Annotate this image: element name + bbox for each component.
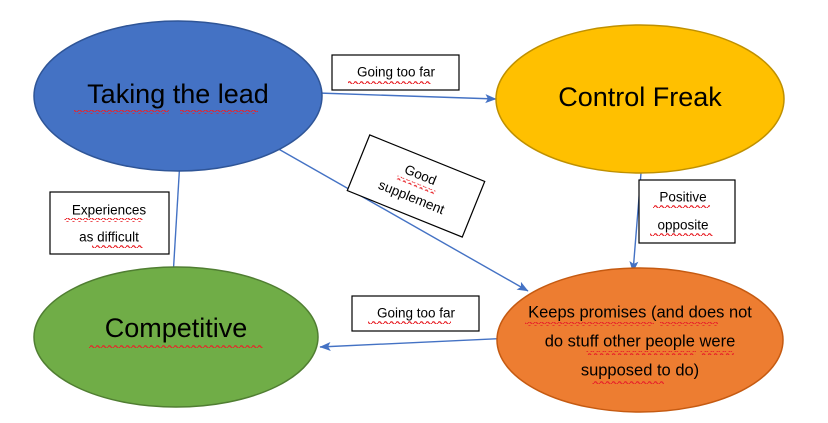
edge-lead-to-keeps-promises bbox=[274, 146, 529, 292]
spellcheck-underline bbox=[525, 322, 654, 326]
edge-label-good-supplement[interactable]: Good supplement bbox=[346, 134, 486, 238]
edge-label-going-too-far-top[interactable]: Going too far bbox=[331, 54, 460, 91]
spellcheck-underline bbox=[586, 351, 696, 355]
label-text-line1: Experiences bbox=[72, 203, 147, 218]
spellcheck-underline bbox=[64, 218, 143, 222]
spellcheck-underline bbox=[700, 351, 734, 355]
spellcheck-underline bbox=[396, 175, 436, 195]
label-box[interactable] bbox=[331, 54, 460, 91]
edge-arrow-line bbox=[319, 337, 514, 351]
spellcheck-underline bbox=[368, 321, 451, 325]
node-competitive[interactable]: Competitive bbox=[33, 266, 319, 408]
spellcheck-underline bbox=[92, 245, 143, 249]
label-box[interactable] bbox=[638, 179, 736, 244]
node-label-control-freak: Control Freak bbox=[558, 82, 722, 112]
spellcheck-underline bbox=[650, 233, 713, 237]
edge-competitive-to-lead bbox=[172, 159, 184, 278]
edge-arrow-line bbox=[172, 159, 184, 278]
label-text-line2: as difficult bbox=[79, 230, 139, 245]
node-keeps-promises[interactable]: Keeps promises (and does not do stuff ot… bbox=[496, 267, 784, 413]
edge-lead-to-control bbox=[317, 92, 497, 104]
node-label-competitive: Competitive bbox=[105, 313, 248, 343]
label-text-line2: opposite bbox=[657, 218, 708, 233]
spellcheck-underline bbox=[660, 322, 718, 326]
edge-keeps-promises-to-competitive bbox=[319, 337, 514, 351]
node-ellipse[interactable] bbox=[33, 20, 323, 172]
label-box[interactable] bbox=[49, 191, 170, 255]
spellcheck-underline bbox=[653, 205, 710, 209]
node-ellipse[interactable] bbox=[496, 267, 784, 413]
node-label-keeps-promises-line1: Keeps promises (and does not bbox=[528, 303, 752, 321]
node-label-taking-the-lead: Taking the lead bbox=[87, 79, 269, 109]
node-label-keeps-promises-line3: supposed to do) bbox=[581, 361, 699, 379]
label-text-line1: Positive bbox=[659, 190, 706, 205]
edge-label-positive-opposite[interactable]: Positive opposite bbox=[638, 179, 736, 244]
node-ellipse[interactable] bbox=[33, 266, 319, 408]
label-text: Going too far bbox=[377, 306, 456, 321]
node-label-keeps-promises-line2: do stuff other people were bbox=[545, 332, 736, 350]
node-ellipse[interactable] bbox=[495, 24, 785, 174]
spellcheck-underline bbox=[348, 80, 431, 84]
spellcheck-underline bbox=[74, 110, 169, 114]
spellcheck-underline bbox=[592, 380, 664, 384]
edge-label-experiences-as-difficult[interactable]: Experiences as difficult bbox=[49, 191, 170, 255]
edge-label-going-too-far-bottom[interactable]: Going too far bbox=[351, 295, 480, 332]
edge-arrow-line bbox=[317, 92, 497, 104]
label-text: Going too far bbox=[357, 65, 436, 80]
edge-arrow-line bbox=[274, 146, 529, 292]
node-control-freak[interactable]: Control Freak bbox=[495, 24, 785, 174]
spellcheck-underline bbox=[180, 110, 258, 114]
spellcheck-underline bbox=[89, 344, 263, 348]
label-box[interactable] bbox=[351, 295, 480, 332]
node-taking-the-lead[interactable]: Taking the lead bbox=[33, 20, 323, 172]
